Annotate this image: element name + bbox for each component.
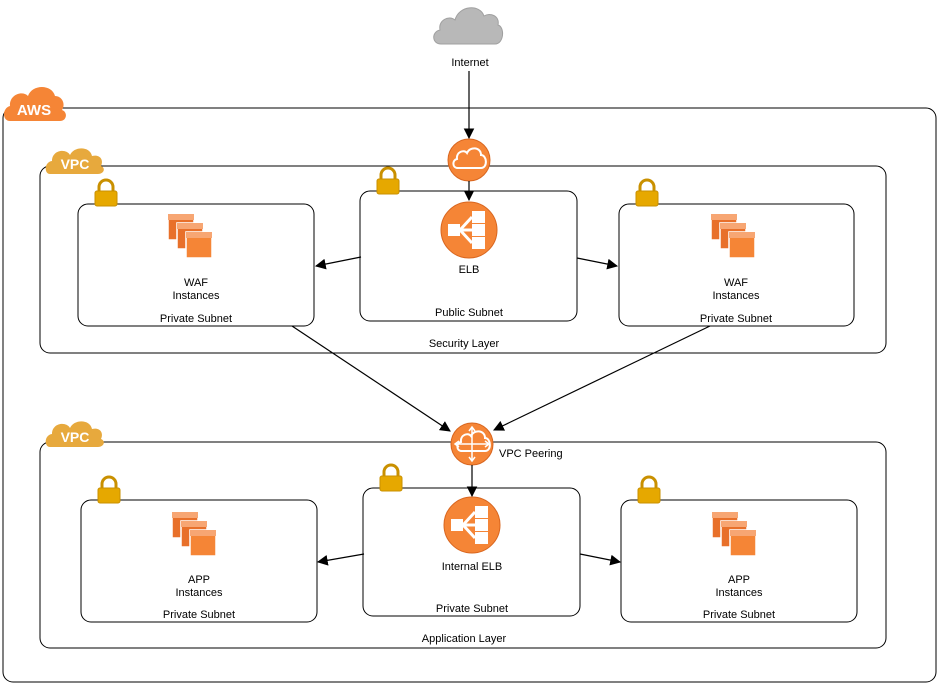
- application-right-subnet-label: Private Subnet: [703, 609, 775, 621]
- lock-icon: [96, 475, 122, 505]
- application-vpc-badge: VPC: [45, 421, 104, 447]
- app-instances-label-line2: Instances: [175, 587, 223, 599]
- arrow-internal-elb-to-right-app: [579, 553, 622, 566]
- app-instances-icon: [711, 511, 757, 557]
- application-left-subnet-label: Private Subnet: [163, 609, 235, 621]
- internet-cloud-icon: [433, 7, 503, 45]
- lock-icon: [636, 475, 662, 505]
- waf-instances-label-line2: Instances: [172, 290, 220, 302]
- security-right-subnet: [618, 203, 855, 327]
- lock-icon: [378, 463, 404, 493]
- application-vpc-badge-label: VPC: [61, 429, 90, 445]
- application-right-subnet: [620, 499, 858, 623]
- elb-icon: [439, 200, 499, 260]
- app-instances-label-line2: Instances: [715, 587, 763, 599]
- app-instances-label-line1: APP: [728, 574, 750, 586]
- internet-gateway-icon: [447, 138, 491, 182]
- elb-label: ELB: [459, 264, 480, 276]
- arrow-internal-elb-to-left-app: [316, 553, 365, 566]
- waf-instances-label-line2: Instances: [712, 290, 760, 302]
- security-center-subnet-label: Public Subnet: [435, 307, 503, 319]
- security-vpc-badge: VPC: [45, 148, 104, 174]
- aws-badge-label: AWS: [17, 102, 51, 119]
- arrow-left-waf-to-peering: [291, 325, 451, 432]
- lock-icon: [93, 178, 119, 208]
- app-instances-label-line1: APP: [188, 574, 210, 586]
- security-layer-label: Security Layer: [429, 338, 500, 350]
- application-layer-label: Application Layer: [422, 633, 507, 645]
- connectors: [291, 71, 711, 566]
- vpc-peering-label: VPC Peering: [499, 448, 563, 460]
- security-left-subnet: [77, 203, 315, 327]
- aws-badge: AWS: [4, 87, 66, 121]
- arrow-right-waf-to-peering: [493, 325, 711, 431]
- app-instances-icon: [171, 511, 217, 557]
- internal-elb-label: Internal ELB: [442, 561, 503, 573]
- waf-instances-icon: [167, 213, 213, 259]
- vpc-peering-icon: [450, 422, 494, 466]
- lock-icon: [634, 178, 660, 208]
- lock-icon: [375, 166, 401, 196]
- security-right-subnet-label: Private Subnet: [700, 313, 772, 325]
- waf-instances-icon: [710, 213, 756, 259]
- waf-instances-label-line1: WAF: [724, 277, 748, 289]
- application-center-subnet-label: Private Subnet: [436, 603, 508, 615]
- security-left-subnet-label: Private Subnet: [160, 313, 232, 325]
- application-left-subnet: [80, 499, 318, 623]
- internal-elb-icon: [442, 495, 502, 555]
- arrow-elb-to-right-waf: [576, 257, 619, 270]
- security-vpc-badge-label: VPC: [61, 156, 90, 172]
- internet-label: Internet: [451, 57, 488, 69]
- waf-instances-label-line1: WAF: [184, 277, 208, 289]
- arrow-elb-to-left-waf: [314, 256, 362, 270]
